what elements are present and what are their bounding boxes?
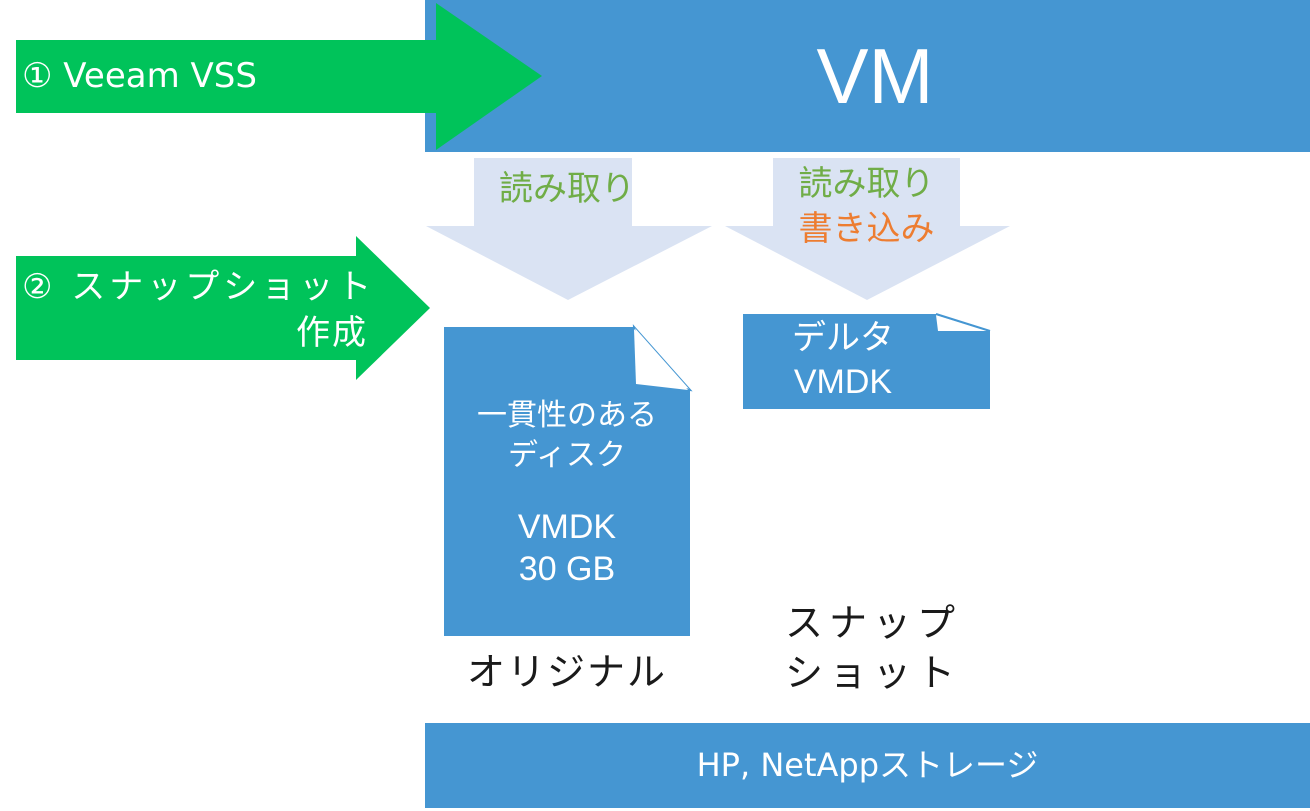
snapshot-read-label: 読み取り xyxy=(798,164,935,204)
delta-disk-line2: VMDK xyxy=(793,363,893,401)
snapshot-caption: スナップ ショット xyxy=(785,598,961,698)
snapshot-caption-line1: スナップ xyxy=(785,601,962,645)
read-arrow-original xyxy=(426,158,712,300)
original-disk-info: VMDK 30 GB xyxy=(444,506,690,590)
delta-disk-icon xyxy=(743,313,991,409)
storage-bar xyxy=(425,723,1310,808)
original-disk-desc-line2: ディスク xyxy=(508,438,626,473)
step2-label-line1: ② スナップショット xyxy=(22,267,376,307)
snapshot-caption-line2: ショット xyxy=(785,651,962,695)
step2-label-line2: 作成 xyxy=(296,313,368,353)
step2-arrow xyxy=(16,236,430,380)
original-caption: オリジナル xyxy=(466,650,667,694)
original-disk-description: 一貫性のある ディスク xyxy=(444,396,690,476)
delta-disk-label: デルタ VMDK xyxy=(743,316,943,404)
storage-label: HP, NetAppストレージ xyxy=(696,746,1039,784)
step1-label: ① Veeam VSS xyxy=(22,56,257,96)
vm-title: VM xyxy=(816,32,934,120)
delta-disk-line1: デルタ xyxy=(792,318,894,358)
step1-arrow xyxy=(16,3,542,150)
original-disk-type: VMDK xyxy=(517,508,617,546)
original-read-label: 読み取り xyxy=(499,169,635,209)
original-disk-desc-line1: 一貫性のある xyxy=(477,398,657,433)
snapshot-write-label: 書き込み xyxy=(798,209,935,249)
original-disk-icon xyxy=(444,324,693,636)
vm-banner xyxy=(425,0,1310,152)
original-disk-size: 30 GB xyxy=(518,550,616,588)
read-write-arrow-snapshot xyxy=(725,158,1010,300)
